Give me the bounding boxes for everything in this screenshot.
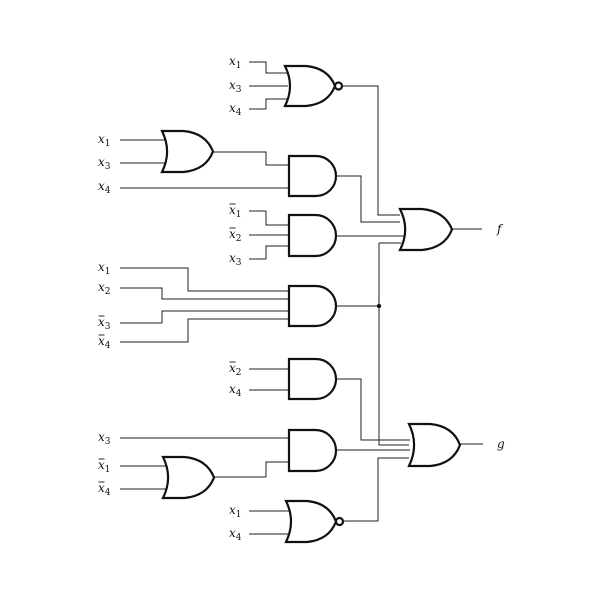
- g3-input-label-4: x4: [98, 179, 111, 196]
- g5-input-wire: [120, 318, 289, 343]
- g5-bus-wire: [378, 243, 409, 446]
- g9-input-label-1: x1: [229, 503, 242, 520]
- or-gate-2: [160, 129, 215, 174]
- g5-input-wire: [120, 287, 289, 300]
- g3-to-f-wire: [336, 175, 400, 223]
- g9-to-g-wire: [343, 457, 409, 522]
- g5-input-wire: [120, 267, 289, 292]
- g7-input-label-1: x1: [98, 458, 111, 475]
- junction-dot: [376, 303, 382, 309]
- g1-to-f-wire: [342, 85, 400, 216]
- output-label-f: f: [496, 222, 504, 236]
- nor-1-inverter-bubble: [333, 81, 344, 91]
- g4-input-label-1: x1: [229, 203, 242, 220]
- g6-input-label-2: x2: [229, 361, 242, 378]
- g4-input-label-2: x2: [229, 227, 242, 244]
- g2-input-label-1: x1: [98, 132, 111, 149]
- g5-input-label-4: x4: [98, 334, 111, 351]
- g8-input-label-3: x3: [98, 430, 111, 447]
- g5-input-label-2: x2: [98, 280, 111, 297]
- and-gate-4: [287, 213, 338, 258]
- g1-input-wire: [249, 61, 288, 74]
- wires: [120, 61, 483, 535]
- g1-input-label-3: x3: [229, 78, 242, 95]
- g6-to-g-wire: [336, 378, 410, 441]
- and-gate-3: [287, 154, 338, 198]
- g4-input-wire: [249, 245, 289, 260]
- output-label-g: g: [497, 437, 505, 451]
- g2-to-g3-wire: [213, 151, 289, 166]
- and-gate-8: [287, 428, 338, 473]
- g5-input-label-3: x3: [98, 315, 111, 332]
- nor-gate-9: [284, 499, 338, 544]
- nor-9-inverter-bubble: [334, 516, 345, 527]
- g4-input-wire: [249, 210, 289, 226]
- nor-gate-1: [283, 64, 337, 108]
- or-gate-f: [398, 207, 454, 252]
- or-gate-7: [161, 455, 216, 500]
- g2-input-label-3: x3: [98, 155, 111, 172]
- g4-input-label-3: x3: [229, 251, 242, 268]
- g7-input-label-4: x4: [98, 481, 111, 498]
- g1-input-label-4: x4: [229, 101, 242, 118]
- g6-input-label-4: x4: [229, 382, 242, 399]
- and-gate-6: [287, 357, 338, 401]
- or-gate-g: [407, 422, 462, 468]
- g1-input-label-1: x1: [229, 54, 242, 71]
- g9-input-label-4: x4: [229, 526, 242, 543]
- g5-input-label-1: x1: [98, 260, 111, 277]
- g5-input-wire: [120, 310, 289, 324]
- and-gate-5: [287, 284, 338, 328]
- g1-input-wire: [249, 98, 288, 110]
- g7-to-g8-wire: [214, 461, 289, 478]
- gates: [160, 64, 462, 544]
